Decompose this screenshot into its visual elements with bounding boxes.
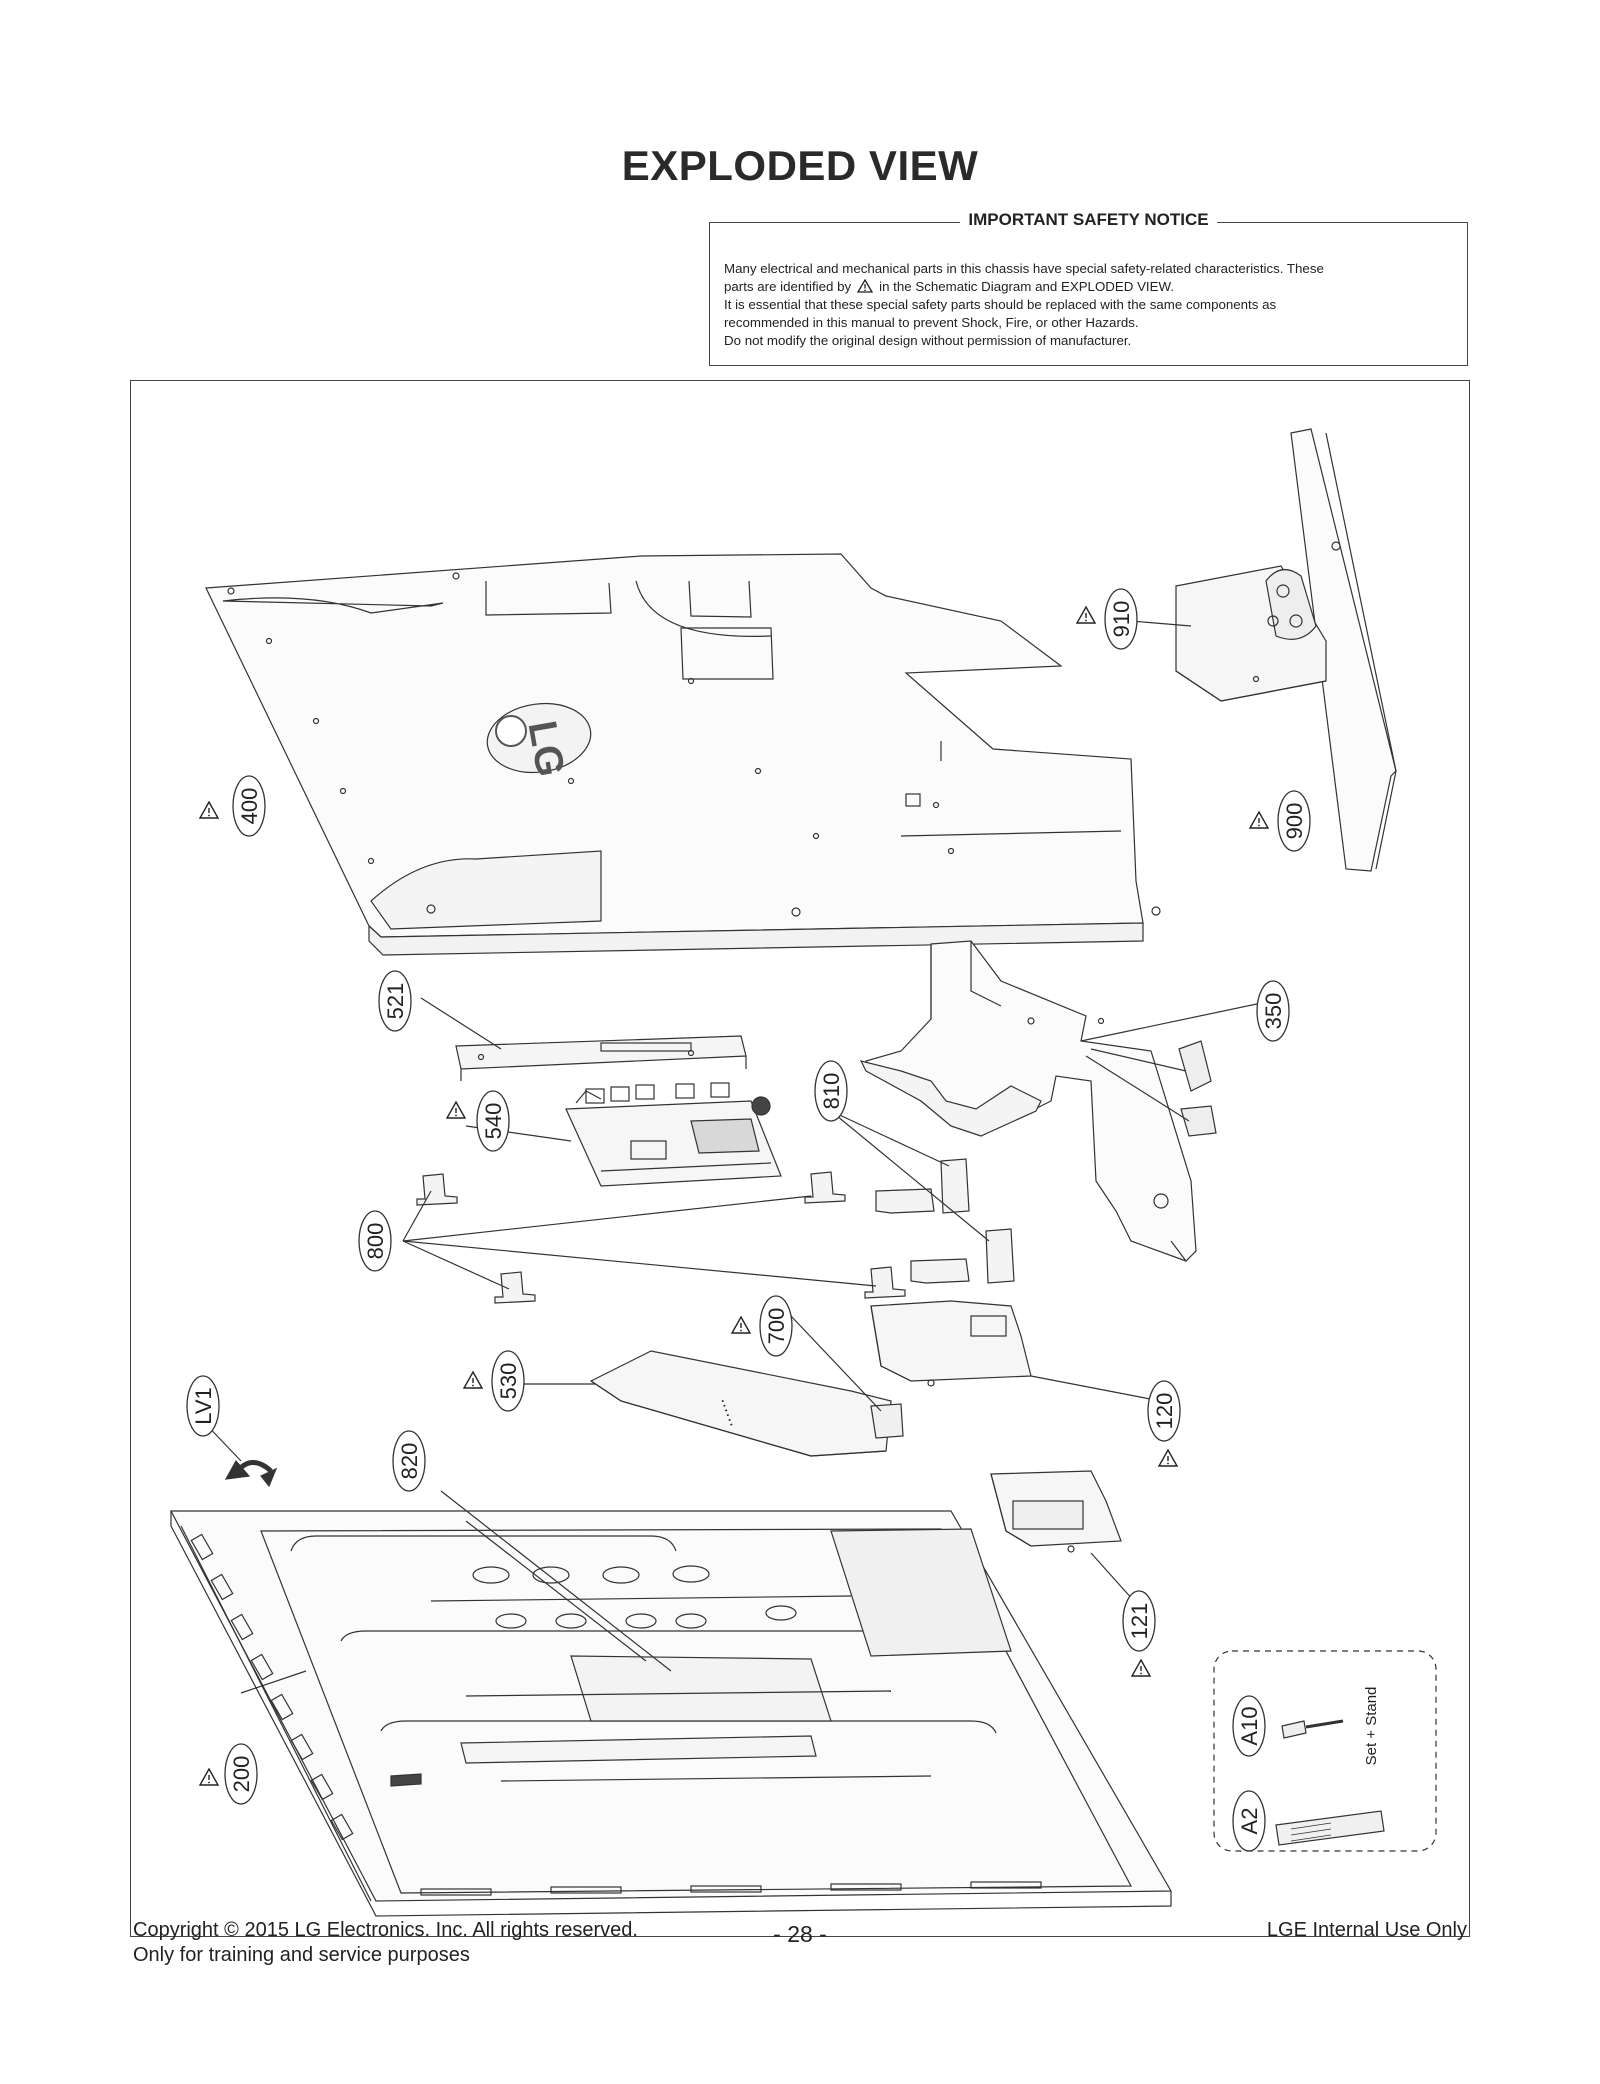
page-title: EXPLODED VIEW: [621, 142, 979, 189]
label-800: 800: [363, 1223, 388, 1260]
label-810: 810: [819, 1073, 844, 1110]
footer-training: Only for training and service purposes: [133, 1944, 470, 1966]
main-board-540: [465, 1082, 782, 1187]
assembly-700: [790, 1315, 904, 1439]
callout-540: [476, 1090, 510, 1152]
notice-line-2: parts are identified by in the Schematic …: [724, 278, 1453, 296]
speaker-box-121: [990, 1470, 1135, 1602]
label-900: 900: [1282, 803, 1307, 840]
notice-line-2b: in the Schematic Diagram and EXPLODED VI…: [879, 279, 1175, 294]
safety-notice-body: Many electrical and mechanical parts in …: [724, 260, 1453, 350]
label-820: 820: [397, 1443, 422, 1480]
stand-900-910: [1130, 428, 1397, 872]
notice-line-5: Do not modify the original design withou…: [724, 333, 1132, 348]
notice-line-2a: parts are identified by: [724, 279, 852, 294]
label-350: 350: [1261, 993, 1286, 1030]
footer-copyright: Copyright © 2015 LG Electronics. Inc. Al…: [133, 1919, 638, 1941]
warning-triangle-icon: [857, 279, 874, 293]
callout-350: [1256, 980, 1290, 1042]
label-400: 400: [237, 788, 262, 825]
label-700: 700: [764, 1308, 789, 1345]
warning-triangle-icon: [446, 1101, 466, 1119]
warning-triangle-icon: [1076, 606, 1096, 624]
label-lv1: LV1: [191, 1387, 216, 1425]
safety-notice-heading: IMPORTANT SAFETY NOTICE: [710, 210, 1467, 230]
callout-a2: [1232, 1790, 1266, 1852]
footer-copyright-block: Copyright © 2015 LG Electronics. Inc. Al…: [133, 1918, 638, 1968]
callout-lv1: [186, 1375, 220, 1437]
stand-bracket-350: [859, 940, 1272, 1262]
callout-400: [232, 775, 266, 837]
label-a2: A2: [1237, 1808, 1262, 1835]
lg-logo: LG: [519, 718, 572, 780]
callout-700: [759, 1295, 793, 1357]
callout-120: [1147, 1380, 1181, 1442]
accessory-caption: Set + Stand: [1363, 1687, 1380, 1766]
callout-820: [392, 1430, 426, 1492]
warning-triangle-icon: [199, 1768, 219, 1786]
speaker-box-120: [870, 1300, 1172, 1404]
callout-200: [224, 1743, 258, 1805]
label-910: 910: [1109, 601, 1134, 638]
notice-line-1: Many electrical and mechanical parts in …: [724, 261, 1324, 276]
warning-triangle-icon: [1158, 1449, 1178, 1467]
callout-800: [358, 1210, 392, 1272]
pcb-bracket-521: [420, 997, 747, 1081]
label-121: 121: [1127, 1603, 1152, 1640]
safety-notice-heading-text: IMPORTANT SAFETY NOTICE: [960, 210, 1217, 229]
footer-internal-use: LGE Internal Use Only: [1266, 1919, 1467, 1941]
notice-line-3: It is essential that these special safet…: [724, 297, 1277, 312]
callout-910: [1104, 588, 1138, 650]
power-board-530: ‥‥‥: [521, 1350, 892, 1457]
callout-521: [378, 970, 412, 1032]
exploded-view-diagram: LG: [130, 380, 1470, 1937]
brackets-800: [402, 1171, 906, 1304]
label-521: 521: [383, 983, 408, 1020]
callout-a10: [1232, 1695, 1266, 1757]
label-a10: A10: [1237, 1706, 1262, 1745]
safety-notice-box: IMPORTANT SAFETY NOTICE Many electrical …: [709, 210, 1468, 366]
callout-121: [1122, 1590, 1156, 1652]
brackets-810: [830, 1110, 1015, 1284]
callout-900: [1277, 790, 1311, 852]
notice-line-4: recommended in this manual to prevent Sh…: [724, 315, 1139, 330]
warning-triangle-icon: [463, 1371, 483, 1389]
footer-page-number: - 28 -: [773, 1921, 827, 1947]
label-540: 540: [481, 1103, 506, 1140]
label-200: 200: [229, 1756, 254, 1793]
label-120: 120: [1152, 1393, 1177, 1430]
callout-810: [814, 1060, 848, 1122]
warning-triangle-icon: [1249, 811, 1269, 829]
label-530: 530: [496, 1363, 521, 1400]
module-frame-200: [170, 1490, 1173, 1917]
warning-triangle-icon: [199, 801, 219, 819]
warning-triangle-icon: [731, 1316, 751, 1334]
exploded-view-drawing: LG: [170, 428, 1437, 1917]
back-cover-400: LG: [205, 553, 1161, 956]
accessory-box: [1213, 1650, 1437, 1852]
callout-530: [491, 1350, 525, 1412]
warning-triangle-icon: [1131, 1659, 1151, 1677]
